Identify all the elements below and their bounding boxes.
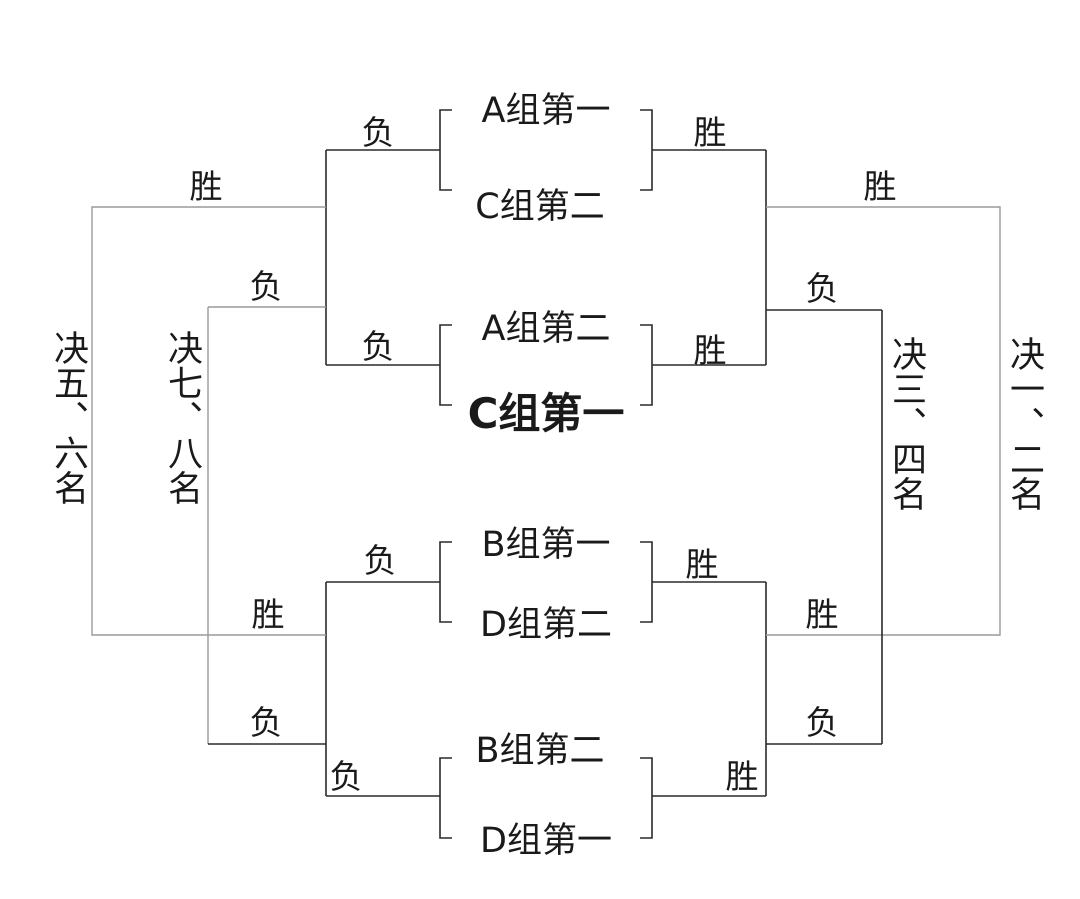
win-label: 胜 bbox=[694, 113, 727, 152]
bracket-a1-c2 bbox=[326, 109, 766, 191]
lose-label: 负 bbox=[250, 267, 283, 306]
win-label: 胜 bbox=[694, 331, 727, 370]
bracket-3-4-place bbox=[766, 309, 883, 745]
team-c2: C组第二 bbox=[475, 187, 604, 227]
bracket-a2-c1 bbox=[326, 324, 766, 406]
team-a1: A组第一 bbox=[482, 91, 611, 131]
team-d2: D组第二 bbox=[480, 605, 612, 645]
placement-3-4-title: 决三、四名 bbox=[886, 336, 926, 511]
team-d1: D组第一 bbox=[480, 821, 612, 861]
team-b2: B组第二 bbox=[475, 731, 604, 771]
lose-label: 负 bbox=[330, 757, 363, 796]
placement-7-8-title: 决七、八名 bbox=[162, 330, 202, 505]
lose-label: 负 bbox=[362, 327, 395, 366]
win-label: 胜 bbox=[252, 595, 285, 634]
win-label: 胜 bbox=[806, 595, 839, 634]
win-label: 胜 bbox=[686, 545, 719, 584]
bracket-1-2-place bbox=[766, 206, 1001, 636]
placement-5-6-title: 决五、六名 bbox=[48, 330, 88, 505]
lose-label: 负 bbox=[362, 113, 395, 152]
team-a2: A组第二 bbox=[482, 309, 611, 349]
win-label: 胜 bbox=[726, 757, 759, 796]
bracket-b2-d1 bbox=[326, 757, 766, 839]
lose-label: 负 bbox=[806, 703, 839, 742]
win-label: 胜 bbox=[190, 167, 223, 206]
lose-label: 负 bbox=[806, 269, 839, 308]
team-c1: C组第一 bbox=[468, 389, 625, 438]
team-b1: B组第一 bbox=[481, 525, 610, 565]
placement-1-2-title: 决一、二名 bbox=[1004, 336, 1044, 511]
bracket-7-8-place bbox=[207, 306, 326, 745]
lose-label: 负 bbox=[250, 703, 283, 742]
win-label: 胜 bbox=[864, 167, 897, 206]
lose-label: 负 bbox=[364, 541, 397, 580]
bracket-b1-d2 bbox=[326, 541, 766, 623]
bracket-5-6-place bbox=[91, 206, 326, 636]
